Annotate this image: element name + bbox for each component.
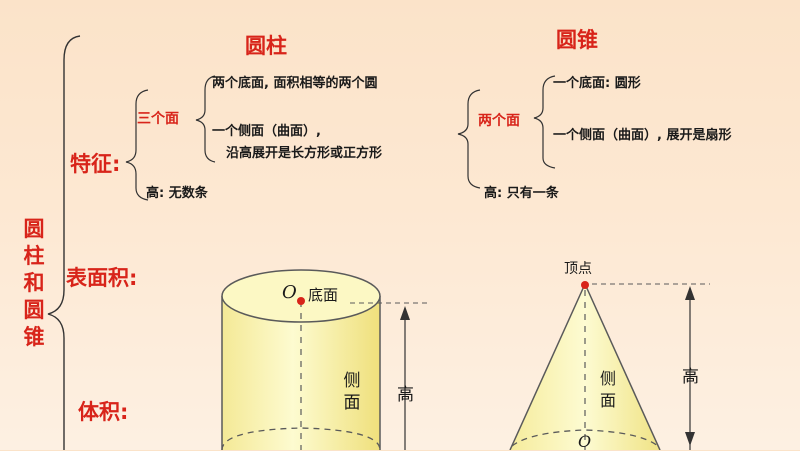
cylinder-lateral-text-2: 沿高展开是长方形或正方形 [226,146,383,161]
cone-base-text: 一个底面: 圆形 [553,76,641,91]
cylinder-features-brace [125,89,149,201]
cylinder-center-dot [297,297,305,305]
cylinder-base-label: 底面 [308,286,339,304]
side-title: 圆 柱 和 圆 锥 [22,216,46,351]
side-title-char: 锥 [23,325,45,349]
cone-faces-brace [533,75,556,169]
side-title-char: 和 [23,271,45,295]
cone-two-faces: 两个面 [478,113,520,129]
cone-height-arrow [685,286,695,450]
cone-height-label: 高 [682,367,699,387]
cylinder-height-label: 高 [397,385,414,405]
cone-height-text: 高: 只有一条 [484,186,559,201]
cylinder-bases-text: 两个底面, 面积相等的两个圆 [212,76,378,91]
cylinder-three-faces: 三个面 [137,111,179,127]
cone-apex-dot [581,281,589,289]
cone-lateral-label: 侧 面 [598,368,618,412]
cone-lateral-char: 面 [599,391,616,410]
cylinder-lateral-char: 侧 [343,371,361,391]
side-title-char: 圆 [23,298,45,322]
cone-title: 圆锥 [556,28,598,52]
cone-center-label: O [578,432,592,451]
section-volume: 体积: [78,400,129,424]
cylinder-faces-brace [195,75,216,163]
cylinder-height-text: 高: 无数条 [146,186,208,201]
section-surface-area: 表面积: [66,266,138,290]
cylinder-height-arrow [400,306,410,450]
cone-features-brace [457,89,481,189]
section-features: 特征: [70,152,121,176]
side-title-char: 圆 [23,217,45,241]
cone-shape [509,283,710,450]
cylinder-lateral-label: 侧 面 [342,370,362,414]
cylinder-shape [221,269,430,450]
cylinder-lateral-char: 面 [343,393,361,413]
cone-lateral-char: 侧 [599,369,616,388]
cone-lateral-text: 一个侧面（曲面）, 展开是扇形 [553,128,732,143]
cylinder-center-label: O [282,282,297,303]
main-brace [47,35,81,450]
cone-apex-label: 顶点 [564,261,592,277]
cylinder-title: 圆柱 [245,34,287,58]
cylinder-lateral-text-1: 一个侧面（曲面）, [212,124,321,139]
side-title-char: 柱 [23,244,45,268]
